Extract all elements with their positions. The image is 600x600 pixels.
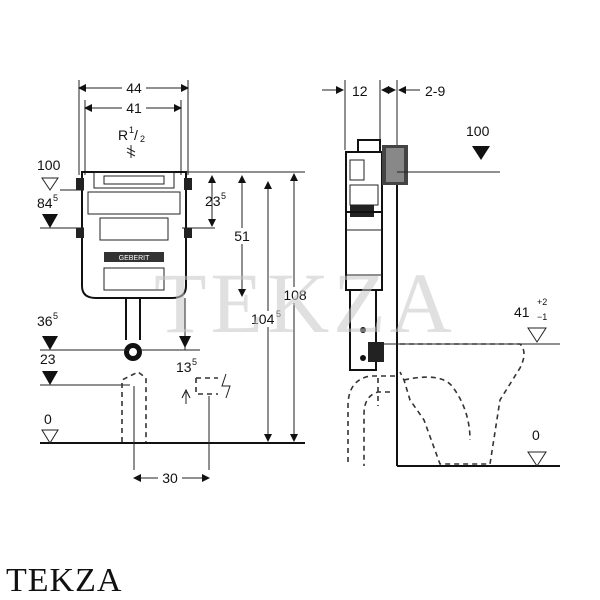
svg-text:−1: −1 [537,312,547,322]
brand-plate [104,252,164,262]
caption: TEKZA [6,562,123,599]
svg-text:/: / [134,127,138,143]
svg-text:5: 5 [221,191,226,201]
level-marker-icon [41,429,59,444]
level-100-right: 100 [466,123,490,139]
side-view: 12 2-9 100 41 +2 −1 0 [322,80,560,467]
level-84: 84 [37,195,53,211]
svg-text:5: 5 [53,193,58,203]
dim-104-5: 104 [251,311,275,327]
level-0-left: 0 [44,411,52,427]
thread-frac-num: 1 [129,125,134,135]
thread-frac-den: 2 [140,134,145,144]
thread-label: R [118,127,128,143]
dim-108: 108 [283,287,307,303]
dim-2-9: 2-9 [425,83,445,99]
level-marker-icon [527,451,547,467]
level-marker-icon [42,371,58,385]
dim-44: 44 [126,80,142,96]
svg-text:+2: +2 [537,297,547,307]
level-marker-icon [42,336,58,350]
dim-23-5: 23 [205,193,221,209]
svg-text:5: 5 [192,357,197,367]
level-marker-icon [472,146,490,160]
level-41: 41 [514,304,530,320]
electric-icon [221,373,231,399]
svg-text:5: 5 [53,311,58,321]
level-marker-icon [527,327,547,343]
watermark: TEKZA [154,255,456,351]
dim-30: 30 [162,470,178,486]
level-marker-icon [41,177,59,191]
dim-41: 41 [126,100,142,116]
cistern-body [81,171,187,299]
dim-12: 12 [352,83,368,99]
level-0-right: 0 [532,427,540,443]
level-100-left: 100 [37,157,61,173]
svg-text:5: 5 [276,309,281,319]
level-23: 23 [40,351,56,367]
front-view: 44 41 R 1 / 2 GEBERIT [37,80,310,486]
svg-text:GEBERIT: GEBERIT [119,255,150,262]
dim-13-5: 13 [176,359,192,375]
water-inlet-icon [126,145,136,158]
level-marker-icon [42,214,58,228]
dim-51: 51 [234,228,250,244]
level-36: 36 [37,313,53,329]
